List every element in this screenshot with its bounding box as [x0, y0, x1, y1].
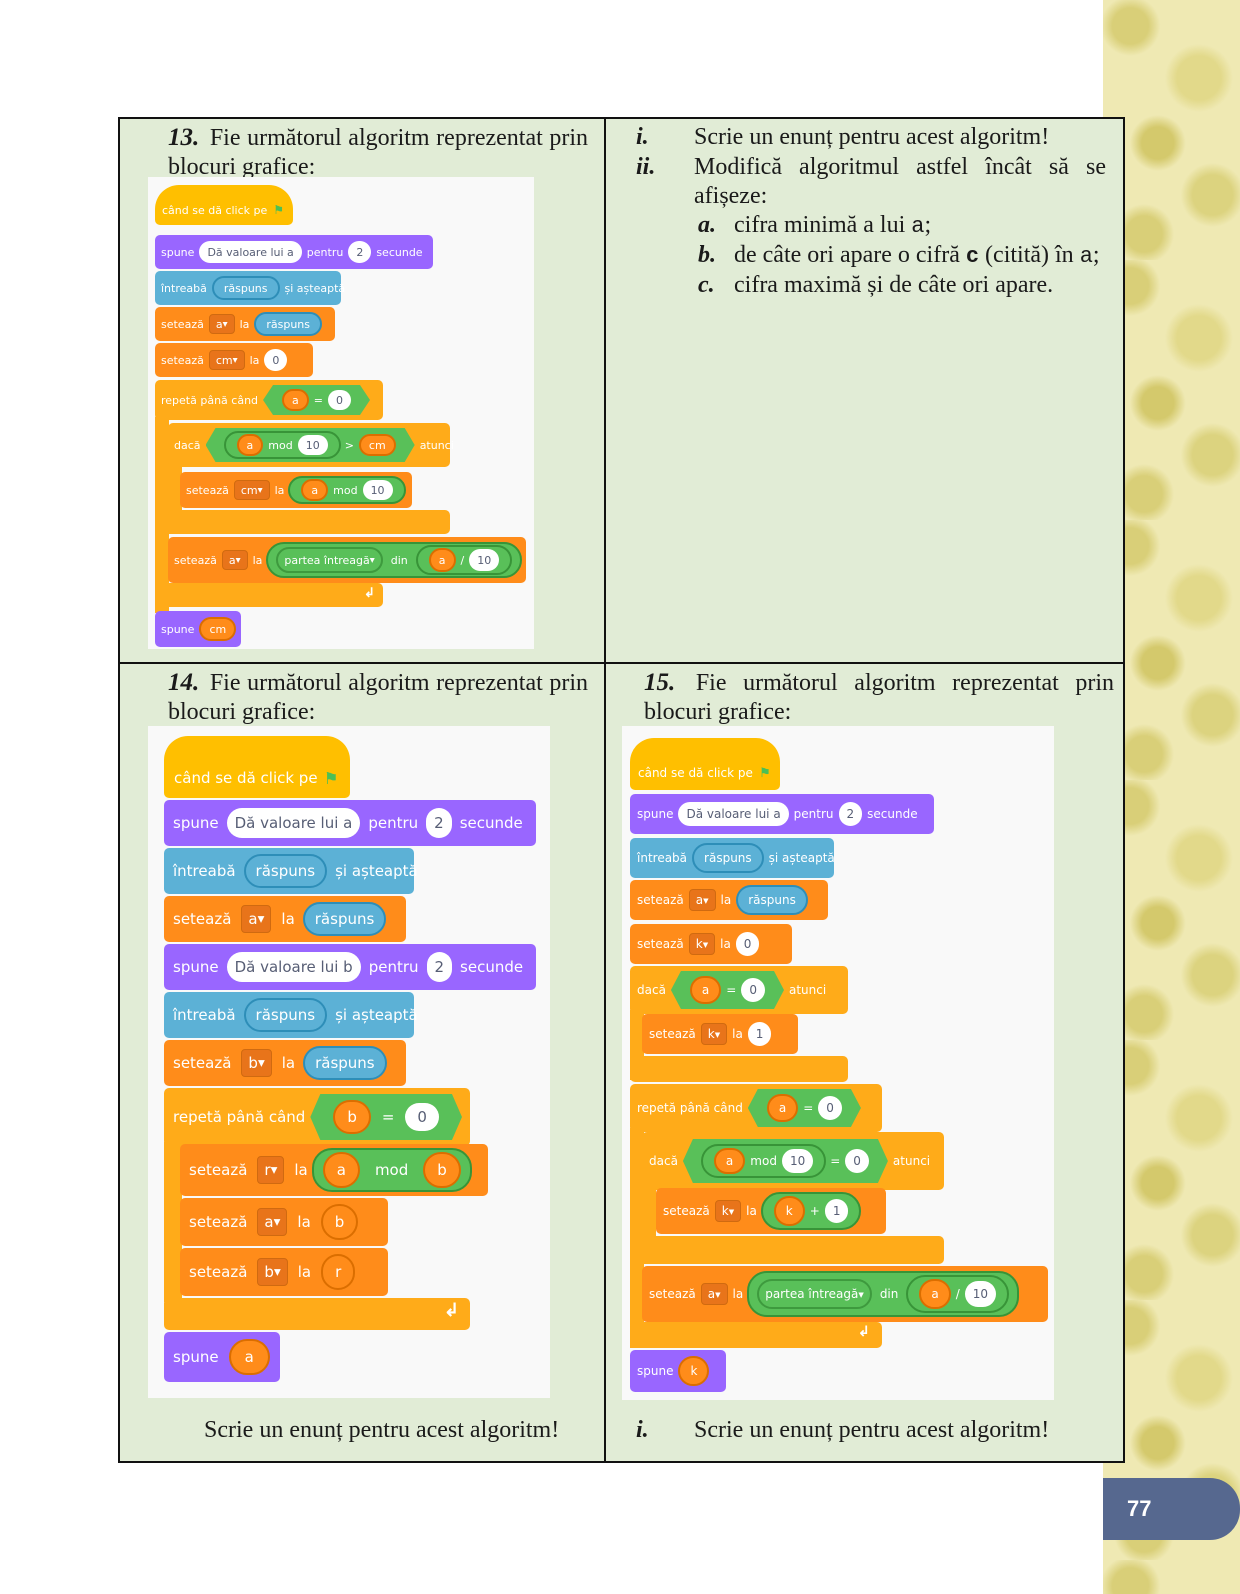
- loop-arrow-icon: ↲: [858, 1325, 870, 1340]
- set-a-to-floor-a-div-10-block: setează a la partea întreagă din a / 10: [642, 1266, 1048, 1322]
- if-end: [630, 1056, 848, 1082]
- question-ii-text: Modifică algoritmul astfel încât să se a…: [694, 154, 1106, 209]
- decorative-side-strip: [1103, 0, 1240, 1594]
- set-k-to-0-block: setează k la 0: [630, 924, 792, 964]
- exercise-15-question: i.Scrie un enunț pentru acest algoritm!: [636, 1417, 1050, 1443]
- if-then-block: dacă a mod 10 > cm atunci: [168, 423, 454, 467]
- exercise-table: 13. Fie următorul algoritm reprezentat p…: [118, 117, 1125, 1463]
- set-a-to-b-block: setează a la b: [180, 1198, 388, 1246]
- exercise-15-cell: 15. Fie următorul algoritm reprezentat p…: [606, 664, 1123, 1461]
- green-flag-icon: ⚑: [273, 203, 285, 217]
- exercise-13-text: Fie următorul algoritm reprezentat prin …: [168, 125, 588, 180]
- repeat-a-equals-0-condition: a = 0: [748, 1089, 861, 1127]
- question-ii-b: b.de câte ori apare o cifră c (citită) î…: [698, 242, 1100, 269]
- set-a-to-floor-a-div-10-block: setează a la partea întreagă din a / 10: [168, 537, 526, 583]
- ask-and-wait-block: întreabă răspuns și așteaptă: [164, 848, 418, 894]
- ask-and-wait-block-2: întreabă răspuns și așteaptă: [164, 992, 418, 1038]
- set-a-to-answer-block: setează a la răspuns: [630, 880, 828, 920]
- say-for-secs-block: spune Dă valoare lui a pentru 2 secunde: [630, 794, 934, 834]
- ask-and-wait-block: întreabă răspuns și așteaptă: [630, 838, 835, 878]
- ask-and-wait-block: întreabă răspuns și așteaptă: [155, 271, 345, 305]
- set-a-to-answer-block: setează a la răspuns: [164, 896, 406, 942]
- repeat-until-end: [164, 1298, 470, 1330]
- page-number: 77: [1127, 1496, 1152, 1521]
- b-equals-0-condition: b = 0: [310, 1094, 462, 1140]
- set-k-to-1-block: setează k la 1: [642, 1014, 798, 1054]
- exercise-15-statement: 15. Fie următorul algoritm reprezentat p…: [644, 669, 1114, 725]
- repeat-until-end: [630, 1322, 882, 1348]
- when-flag-clicked-block: când se dă click pe⚑: [155, 185, 293, 225]
- repeat-until-arm: [164, 1142, 182, 1302]
- say-for-secs-block: spune Dă valoare lui a pentru 2 secunde: [155, 235, 433, 269]
- exercise-13-cell: 13. Fie următorul algoritm reprezentat p…: [120, 119, 606, 664]
- loop-arrow-icon: ↲: [444, 1300, 460, 1320]
- exercise-14-statement: 14. Fie următorul algoritm reprezentat p…: [168, 669, 588, 725]
- repeat-until-arm: [155, 417, 169, 613]
- set-b-to-answer-block: setează b la răspuns: [164, 1040, 406, 1086]
- repeat-until-arm: [630, 1128, 644, 1348]
- set-k-to-k-plus-1-block: setează k la k + 1: [656, 1188, 886, 1234]
- exercise-13-blocks-panel: când se dă click pe⚑ spune Dă valoare lu…: [148, 177, 534, 649]
- exercise-15-blocks-panel: când se dă click pe⚑ spune Dă valoare lu…: [622, 726, 1054, 1400]
- set-cm-to-a-mod-10-block: setează cm la a mod 10: [180, 472, 412, 508]
- say-b-for-secs-block: spune Dă valoare lui b pentru 2 secunde: [164, 944, 536, 990]
- exercise-13-number: 13.: [168, 124, 200, 151]
- exercise-15-number: 15.: [644, 669, 676, 696]
- question-ii-c: c.cifra maximă și de câte ori apare.: [698, 272, 1054, 298]
- question-ii-a: a.cifra minimă a lui a;: [698, 212, 932, 239]
- if-a-equals-0-block: dacă a = 0 atunci: [630, 966, 848, 1014]
- exercise-14-question: Scrie un enunț pentru acest algoritm!: [204, 1417, 560, 1443]
- question-i: i.Scrie un enunț pentru acest algoritm!: [636, 124, 1050, 150]
- repeat-until-block: repetă până când a = 0: [630, 1084, 882, 1132]
- set-b-to-r-block: setează b la r: [180, 1248, 388, 1296]
- say-cm-block: spune cm: [155, 611, 241, 647]
- inner-if-end: [642, 1236, 944, 1264]
- a-equals-0-condition: a = 0: [671, 971, 784, 1009]
- repeat-until-block: repetă până când b = 0: [164, 1088, 470, 1146]
- if-end: [168, 510, 450, 534]
- if-a-mod-10-equals-0-block: dacă a mod 10 = 0 atunci: [642, 1132, 944, 1190]
- exercise-13-statement: 13. Fie următorul algoritm reprezentat p…: [168, 123, 588, 182]
- when-flag-clicked-block: când se dă click pe⚑: [630, 738, 780, 790]
- question-ii-mark: ii.: [636, 154, 656, 180]
- repeat-until-block: repetă până când a = 0: [155, 380, 383, 420]
- repeat-until-end: [155, 583, 383, 607]
- when-flag-clicked-block: când se dă click pe⚑: [164, 736, 350, 798]
- exercise-13-questions-cell: i.Scrie un enunț pentru acest algoritm! …: [606, 119, 1123, 664]
- page-number-tab: 77: [1103, 1478, 1240, 1540]
- green-flag-icon: ⚑: [323, 768, 339, 788]
- a-mod-10-greater-cm-condition: a mod 10 > cm: [206, 428, 415, 462]
- a-mod-10-equals-0-condition: a mod 10 = 0: [683, 1139, 888, 1183]
- set-cm-to-0-block: setează cm la 0: [155, 343, 313, 377]
- exercise-14-blocks-panel: când se dă click pe⚑ spune Dă valoare lu…: [148, 726, 550, 1398]
- green-flag-icon: ⚑: [758, 765, 771, 781]
- set-a-to-answer-block: setează a la răspuns: [155, 307, 335, 341]
- say-a-block: spune a: [164, 1332, 280, 1382]
- exercise-14-cell: 14. Fie următorul algoritm reprezentat p…: [120, 664, 606, 1461]
- a-equals-0-condition: a = 0: [263, 385, 370, 415]
- exercise-14-number: 14.: [168, 669, 200, 696]
- say-a-for-secs-block: spune Dă valoare lui a pentru 2 secunde: [164, 800, 536, 846]
- set-r-to-a-mod-b-block: setează r la a mod b: [180, 1144, 488, 1196]
- loop-arrow-icon: ↲: [364, 585, 375, 600]
- say-k-block: spune k: [630, 1350, 726, 1392]
